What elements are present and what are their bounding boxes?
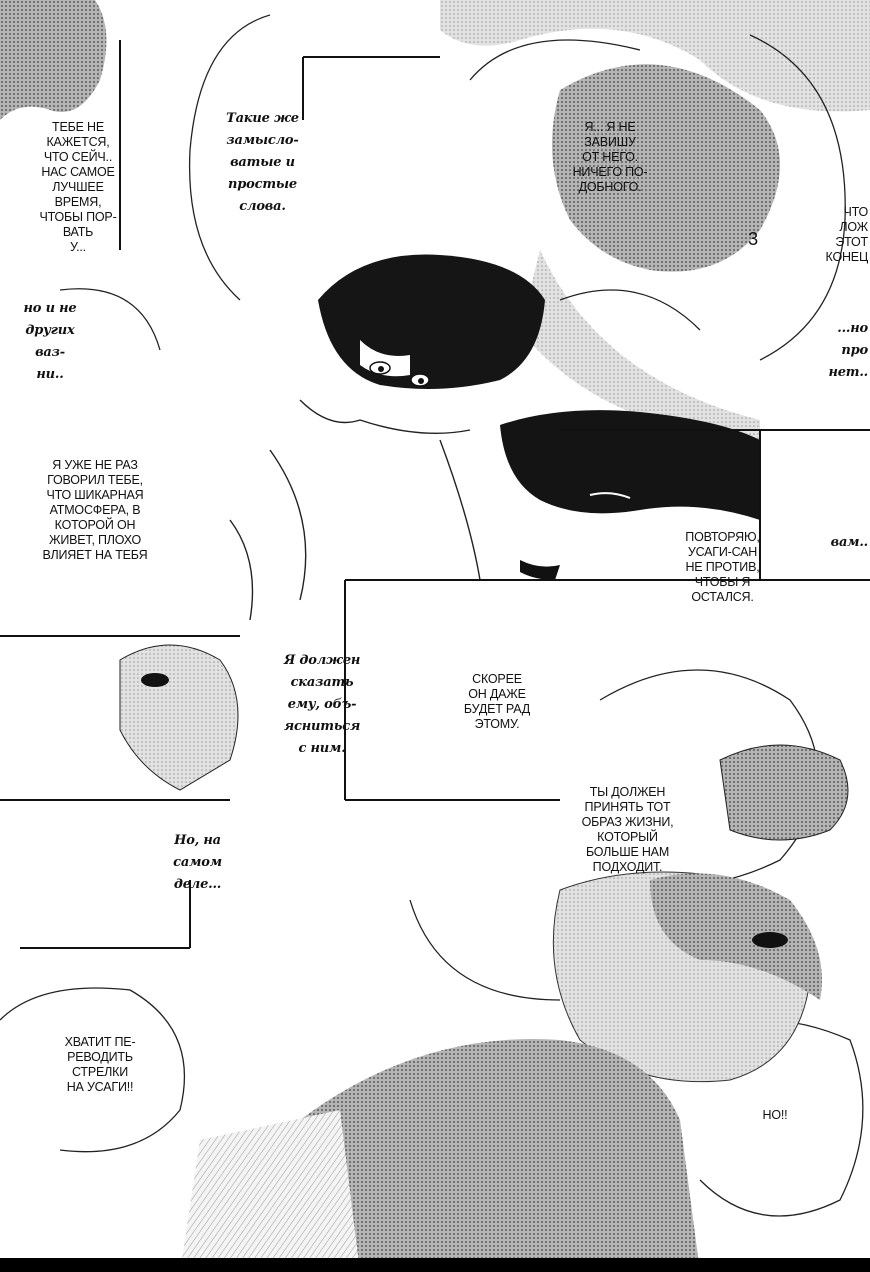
speech-text-5: ...но про нет..	[828, 321, 868, 380]
speech-text-2: Такие же замысло- ватые и простые слова.	[226, 111, 299, 214]
speech-text-14: ХВАТИТ ПЕ- РЕВОДИТЬ СТРЕЛКИ НА УСАГИ!!	[64, 1035, 136, 1094]
speech-text-6: но и не других ваз- ни..	[23, 301, 77, 382]
page-bottom-strip	[0, 1258, 870, 1272]
speech-text-15: НО!!	[762, 1108, 788, 1122]
character-misaki-hair	[318, 254, 545, 389]
character-bottom-right	[180, 871, 822, 1272]
speech-text-4: ЧТО ЛОЖ ЭТОТ КОНЕЦ	[825, 205, 869, 264]
speech-text-8: ПОВТОРЯЮ, УСАГИ-САН НЕ ПРОТИВ, ЧТОБЫ Я О…	[685, 530, 760, 604]
sfx-text: 3	[748, 229, 758, 249]
character-hair-top-left	[0, 0, 107, 120]
speech-text-10: Я должен сказать ему, объ- ясниться с ни…	[283, 653, 361, 756]
speech-text-3: Я... Я НЕ ЗАВИШУ ОТ НЕГО. НИЧЕГО ПО- ДОБ…	[572, 120, 648, 194]
speech-text-7: Я УЖЕ НЕ РАЗ ГОВОРИЛ ТЕБЕ, ЧТО ШИКАРНАЯ …	[42, 458, 148, 562]
speech-text-11: СКОРЕЕ ОН ДАЖЕ БУДЕТ РАД ЭТОМУ.	[463, 672, 531, 731]
speech-text-9: вам..	[830, 535, 869, 550]
speech-text-1: ТЕБЕ НЕ КАЖЕТСЯ, ЧТО СЕЙЧ.. НАС САМОЕ ЛУ…	[39, 120, 117, 254]
speech-text-13: Но, на самом деле...	[173, 833, 222, 892]
character-bottom-left	[119, 644, 239, 791]
character-small-right	[719, 744, 849, 841]
character-second-panel-hair	[500, 410, 760, 580]
panel-borders	[0, 40, 870, 949]
character-usami-hair	[520, 64, 780, 440]
character-misaki-body	[229, 399, 481, 621]
background-tone-top	[440, 0, 870, 112]
speech-text-12: ТЫ ДОЛЖЕН ПРИНЯТЬ ТОТ ОБРАЗ ЖИЗНИ, КОТОР…	[581, 785, 674, 874]
